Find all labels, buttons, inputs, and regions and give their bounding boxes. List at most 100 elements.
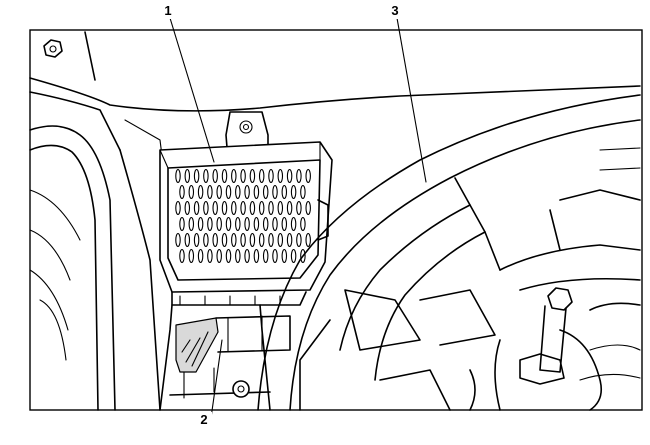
grille-slot: [240, 200, 246, 216]
grille-slot: [272, 184, 278, 200]
grille-slot: [296, 168, 302, 184]
grille-slot: [268, 200, 274, 216]
grille-slot: [212, 232, 218, 248]
grille-slot: [179, 216, 185, 232]
grille-slot: [175, 232, 181, 248]
grille-slot: [221, 200, 228, 216]
grille-slot: [216, 216, 222, 232]
grille-slot: [253, 216, 260, 232]
grille-slot: [249, 168, 256, 184]
grille-slot: [193, 232, 200, 248]
grille-slot: [268, 168, 274, 184]
grille-slot: [184, 168, 191, 184]
grille-slot: [262, 216, 269, 232]
grille-slot: [272, 216, 278, 232]
module-grille: [175, 168, 311, 264]
grille-slot: [231, 232, 237, 248]
grille-slot: [272, 248, 278, 264]
grille-slot: [240, 168, 246, 184]
grille-slot: [253, 184, 260, 200]
grille-slot: [258, 200, 265, 216]
grille-slot: [277, 168, 284, 184]
callout-3-leader: [396, 17, 427, 183]
grille-slot: [244, 184, 250, 200]
grille-slot: [212, 200, 218, 216]
callout-1-label: 1: [164, 3, 171, 18]
grille-slot: [305, 168, 311, 184]
grille-slot: [188, 248, 195, 264]
callout-2-bg: [196, 412, 212, 428]
grille-slot: [286, 168, 293, 184]
grille-slot: [188, 216, 195, 232]
control-module: [159, 111, 333, 306]
grille-slot: [179, 184, 185, 200]
right-bolt-assembly: [519, 287, 641, 385]
grille-slot: [231, 200, 237, 216]
grille-slot: [305, 200, 311, 216]
grille-slot: [216, 184, 222, 200]
grille-slot: [262, 184, 269, 200]
grille-slot: [212, 168, 218, 184]
grille-slot: [225, 216, 232, 232]
left-air-duct: [29, 119, 166, 411]
grille-slot: [300, 248, 306, 264]
grille-slot: [184, 232, 191, 248]
grille-slot: [300, 216, 306, 232]
grille-slot: [281, 216, 288, 232]
lower-mounting-bracket: [159, 304, 291, 411]
grille-slot: [221, 232, 228, 248]
grille-slot: [258, 168, 265, 184]
grille-slot: [193, 168, 200, 184]
callout-leaders: [169, 17, 427, 419]
grille-slot: [175, 168, 181, 184]
top-left-bolt: [43, 39, 63, 58]
fan-shroud: [257, 94, 641, 411]
callout-3-bg: [387, 3, 403, 19]
grille-slot: [277, 200, 284, 216]
grille-slot: [281, 248, 288, 264]
grille-slot: [305, 232, 311, 248]
grille-slot: [268, 232, 274, 248]
grille-slot: [197, 216, 204, 232]
grille-slot: [197, 248, 204, 264]
grille-slot: [296, 232, 302, 248]
illustration-frame: [29, 29, 643, 411]
grille-slot: [197, 184, 204, 200]
grille-slot: [184, 200, 191, 216]
grille-slot: [179, 248, 185, 264]
grille-slot: [240, 232, 246, 248]
grille-slot: [203, 168, 209, 184]
grille-slot: [290, 248, 297, 264]
callout-1-bg: [160, 3, 176, 19]
grille-slot: [235, 184, 241, 200]
grille-slot: [203, 200, 209, 216]
grille-slot: [188, 184, 195, 200]
grille-slot: [225, 184, 232, 200]
grille-slot: [290, 216, 297, 232]
grille-slot: [207, 248, 213, 264]
grille-slot: [258, 232, 265, 248]
grille-slot: [207, 216, 213, 232]
grille-slot: [193, 200, 200, 216]
grille-slot: [249, 200, 256, 216]
grille-slot: [290, 184, 297, 200]
grille-slot: [244, 248, 250, 264]
grille-slot: [221, 168, 228, 184]
grille-slot: [262, 248, 269, 264]
grille-slot: [244, 216, 250, 232]
callout-3-label: 3: [391, 3, 398, 18]
grille-slot: [216, 248, 222, 264]
grille-slot: [281, 184, 288, 200]
grille-slot: [207, 184, 213, 200]
callout-2-leader: [210, 339, 223, 419]
grille-slot: [249, 232, 256, 248]
grille-slot: [286, 232, 293, 248]
grille-slot: [203, 232, 209, 248]
grille-slot: [231, 168, 237, 184]
grille-slot: [296, 200, 302, 216]
grille-slot: [277, 232, 284, 248]
grille-slot: [175, 200, 181, 216]
grille-slot: [300, 184, 306, 200]
